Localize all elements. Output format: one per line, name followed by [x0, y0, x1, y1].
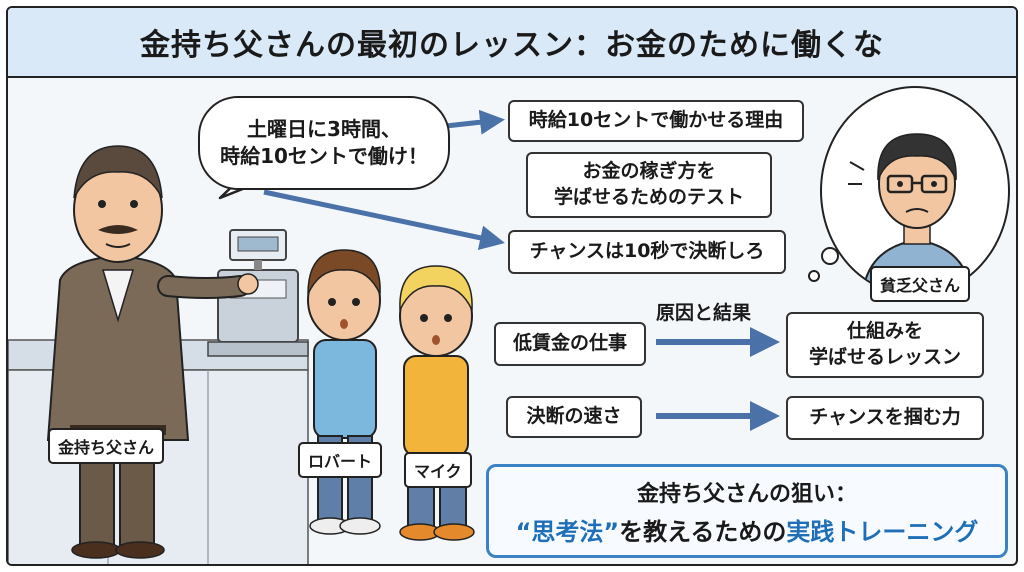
quote-open: “: [515, 517, 532, 546]
aim-heading: 金持ち父さんの狙い：: [636, 481, 857, 507]
robert-illustration: [307, 249, 381, 535]
scene: 土曜日に3時間、 時給10セントで働け！ 時給10セントで働かせる理由 お金の稼…: [8, 80, 1016, 564]
reason-box: 時給10セントで働かせる理由: [508, 100, 804, 142]
title-bar: 金持ち父さんの最初のレッスン：お金のために働くな: [8, 8, 1016, 78]
grab-chance-box: チャンスを掴む力: [786, 396, 984, 440]
page-title: 金持ち父さんの最初のレッスン：お金のために働くな: [140, 28, 884, 63]
infographic-frame: 金持ち父さんの最初のレッスン：お金のために働くな: [6, 6, 1018, 566]
aim-statement: “思考法”を教えるための実践トレーニング: [516, 512, 979, 547]
low-wage-box: 低賃金の仕事: [494, 322, 646, 366]
speech-bubble: 土曜日に3時間、 時給10セントで働け！: [198, 96, 450, 190]
rich-dad-label: 金持ち父さん: [48, 428, 165, 464]
poor-dad-thought-bubble: [820, 86, 1010, 296]
aim-middle-text: を教えるための: [619, 517, 787, 546]
quote-close: ”: [603, 517, 620, 546]
thought-dot: [808, 270, 820, 282]
poor-dad-illustration: [848, 133, 973, 294]
robert-label: ロバート: [298, 442, 383, 478]
arrow-to-chance: [263, 189, 505, 251]
method-text: 思考法: [531, 517, 604, 546]
thought-dot: [821, 247, 839, 265]
scene-illustration: [8, 109, 839, 564]
cause-effect-label: 原因と結果: [656, 302, 752, 324]
speech-line-1: 土曜日に3時間、: [247, 117, 401, 141]
speech-line-2: 時給10セントで働け！: [220, 144, 428, 168]
mike-illustration: [399, 265, 475, 541]
test-box: お金の稼ぎ方を 学ばせるためのテスト: [526, 152, 772, 218]
practical-training-text: 実践トレーニング: [786, 517, 979, 546]
chance-box: チャンスは10秒で決断しろ: [508, 230, 786, 274]
aim-box: 金持ち父さんの狙い： “思考法”を教えるための実践トレーニング: [486, 464, 1008, 558]
mike-label: マイク: [404, 452, 472, 488]
speed-box: 決断の速さ: [506, 396, 642, 438]
poor-dad-label: 貧乏父さん: [870, 266, 971, 302]
mechanism-box: 仕組みを 学ばせるレッスン: [786, 312, 984, 378]
rich-dad-illustration: [46, 145, 259, 559]
